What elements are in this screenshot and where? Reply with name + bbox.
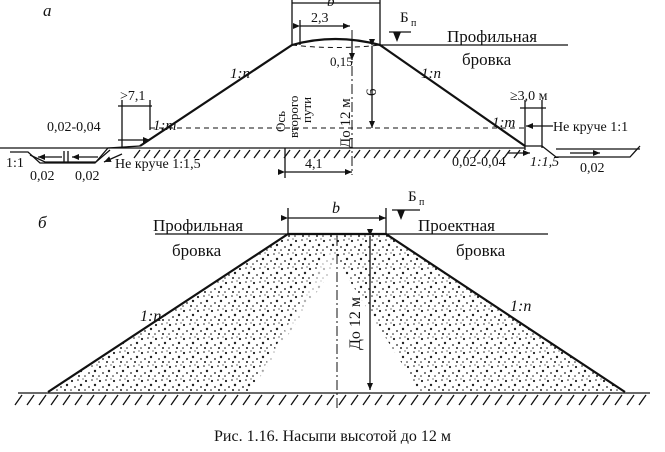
ground-hatch-a	[133, 147, 525, 159]
dim-6-label: 6	[364, 88, 380, 96]
axis-label-2: второго	[286, 96, 301, 138]
panel-b-letter: б	[38, 213, 47, 232]
dim-41-label: 4,1	[305, 157, 323, 172]
dim-71-label: >7,1	[120, 89, 145, 104]
top-width-label-b: b	[332, 200, 340, 217]
bp-sub-b: п	[419, 197, 425, 208]
design-label-b-2: бровка	[456, 241, 506, 260]
profile-label-b-1: Профильная	[153, 216, 243, 235]
slope-left-a: 1:n	[230, 66, 250, 82]
embankment-inner-left-b	[120, 250, 345, 392]
axis-label-3: пути	[299, 97, 314, 123]
dim-23-label: 2,3	[311, 11, 329, 26]
embankment-core-b	[250, 250, 420, 392]
dim-30-label: ≥3,0 м	[510, 89, 548, 104]
dim-002-right: 0,02	[580, 161, 605, 176]
bp-label-b: Б	[408, 189, 417, 205]
figure-caption: Рис. 1.16. Насыпи высотой до 12 м	[214, 428, 451, 445]
slope-right-a: 1:n	[421, 66, 441, 82]
slope-right-b: 1:n	[510, 298, 531, 315]
ne-kruche-right: Не круче 1:1	[553, 120, 628, 135]
slope-115-label: 1:1,5	[530, 155, 559, 170]
profile-label-b-2: бровка	[172, 241, 222, 260]
ground-right-a	[525, 145, 641, 158]
slope-11-label: 1:1	[6, 156, 24, 171]
panel-a: а b 2,3 Б п Профильная бровка Ось второг…	[0, 0, 641, 184]
ballast-dashed	[291, 44, 381, 48]
ne-kruche-left: Не круче 1:1,5	[115, 157, 201, 172]
height-label-b: До 12 м	[347, 297, 364, 350]
bp-triangle-a	[393, 32, 401, 42]
dim-002-004-left: 0,02-0,04	[47, 120, 101, 135]
ne-kruche-left-arrow	[103, 153, 123, 163]
dim-002-004-right: 0,02-0,04	[452, 155, 506, 170]
profile-label-a-1: Профильная	[447, 27, 537, 46]
dim-015-label: 0,15	[330, 54, 353, 69]
embankment-profile-a	[139, 37, 526, 147]
axis-label-1: Ось	[273, 111, 288, 132]
profile-label-a-2: бровка	[462, 50, 512, 69]
slope-left-b: 1:n	[140, 308, 161, 325]
slope-m-right: 1:m	[492, 115, 515, 131]
dim-002-b: 0,02	[75, 169, 100, 184]
height-label-a: До 12 м	[338, 98, 354, 148]
design-label-b-1: Проектная	[418, 216, 495, 235]
dim-002-a: 0,02	[30, 169, 55, 184]
embankment-profile-b	[47, 232, 626, 393]
slope-m-left: 1:m	[153, 118, 176, 134]
top-width-label: b	[327, 0, 335, 10]
panel-b: б b Б п Профильная бровка Проектная бров…	[14, 189, 650, 410]
bp-sub-a: п	[411, 18, 417, 29]
ground-hatch-b	[14, 394, 647, 406]
bp-triangle-b	[397, 210, 405, 220]
panel-a-letter: а	[43, 1, 52, 20]
bp-label-a: Б	[400, 10, 409, 26]
ditch-inner-left	[29, 149, 111, 163]
